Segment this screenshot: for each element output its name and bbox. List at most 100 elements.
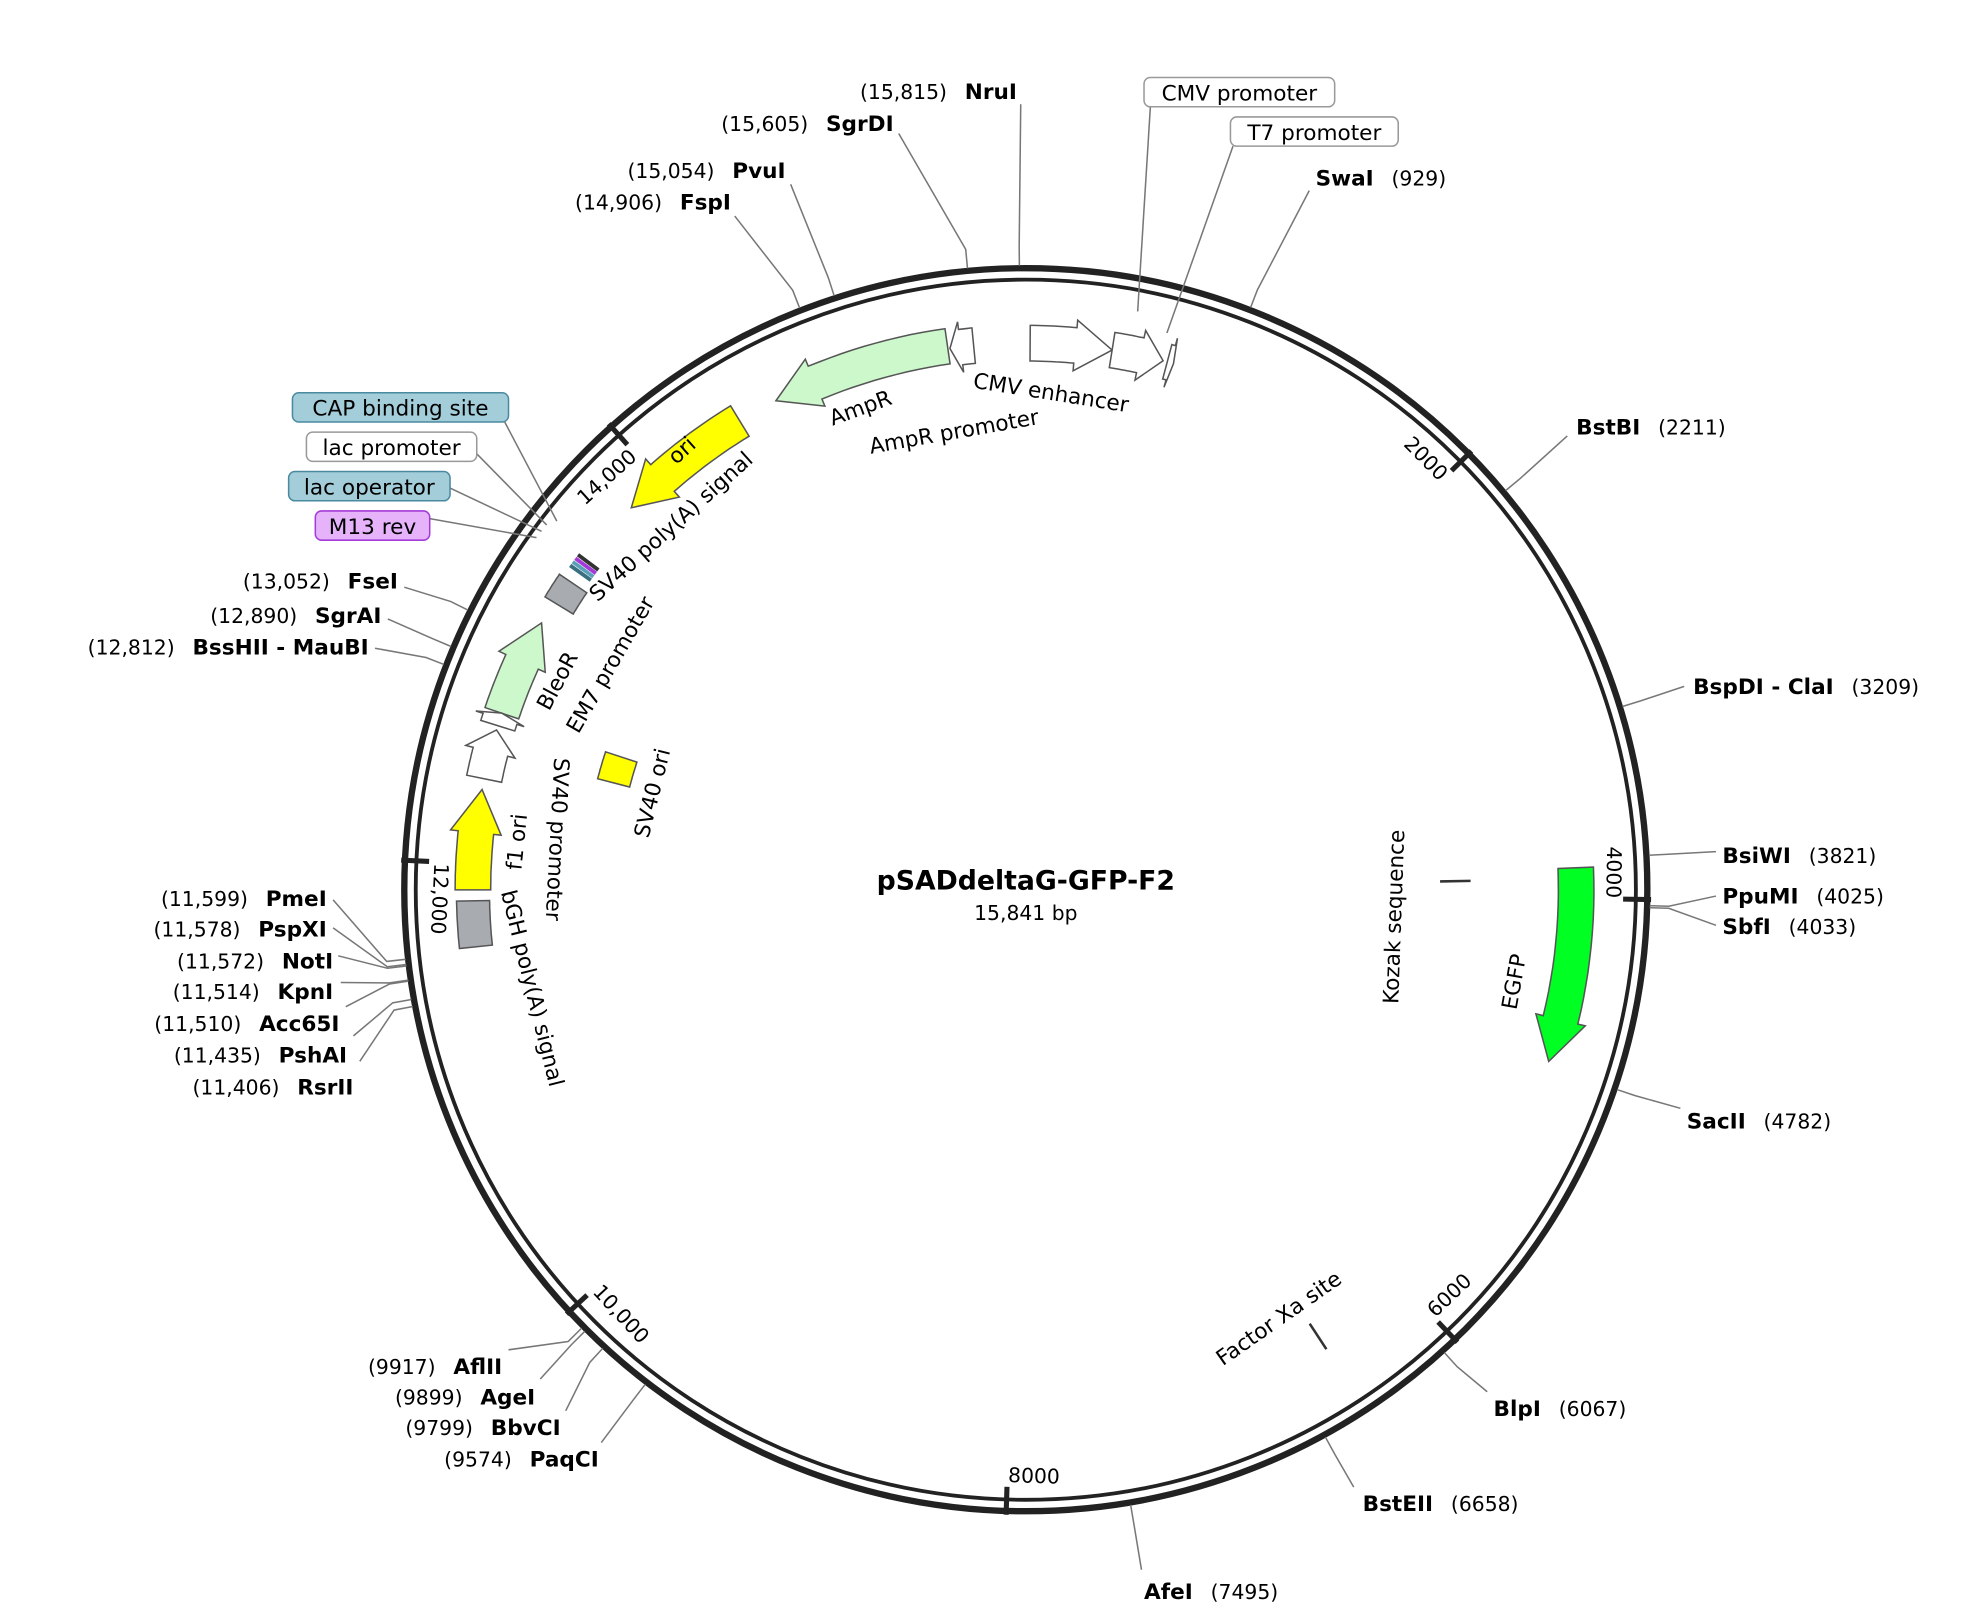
feature-callout[interactable]: lac operator [287,470,542,532]
restriction-site[interactable]: BstBI(2211) [1505,416,1726,492]
site-label[interactable]: PpuMI(4025) [1722,885,1884,910]
restriction-site[interactable]: (9799)BbvCI [405,1347,604,1441]
callout-leader-line [429,517,537,539]
ampr-feature[interactable] [774,327,951,407]
site-label[interactable]: (15,815)NruI [860,80,1017,105]
feature-callout[interactable]: CAP binding site [291,391,558,522]
restriction-site[interactable]: BspDI - ClaI(3209) [1622,675,1919,708]
restriction-site[interactable]: BstEII(6658) [1324,1436,1519,1517]
sv40-ori-feature[interactable] [596,750,638,788]
site-leader-line [352,998,412,1037]
bgh-poly-a-signal-feature[interactable] [455,899,494,950]
site-label[interactable]: SacII(4782) [1687,1110,1831,1135]
egfp-feature[interactable] [1534,866,1595,1063]
site-label[interactable]: (9899)AgeI [395,1385,535,1410]
site-position: (9574) [444,1448,512,1472]
restriction-site[interactable]: AfeI(7495) [1129,1504,1279,1605]
bleor-feature[interactable] [484,621,547,720]
restriction-site[interactable]: BlpI(6067) [1443,1352,1627,1422]
site-label[interactable]: (14,906)FspI [575,191,731,216]
site-label[interactable]: (11,435)PshAI [174,1044,347,1069]
restriction-site[interactable]: BsiWI(3821) [1648,844,1876,869]
site-label[interactable]: (11,406)RsrII [192,1075,353,1100]
site-label[interactable]: (12,890)SgrAI [210,604,381,629]
site-leader-line [1616,1088,1681,1110]
site-leader-line [345,980,409,1008]
restriction-site[interactable]: (12,812)BssHII - MauBI [88,636,445,666]
site-label[interactable]: AfeI(7495) [1144,1580,1278,1605]
restriction-site[interactable]: SwaI(929) [1249,167,1447,308]
callout-text: lac operator [304,475,435,500]
site-label[interactable]: (9574)PaqCI [444,1448,599,1473]
site-label[interactable]: SwaI(929) [1316,167,1447,192]
restriction-site[interactable]: (9917)AflII [368,1327,583,1380]
site-label[interactable]: (11,578)PspXI [154,918,327,943]
restriction-site[interactable]: (9574)PaqCI [444,1383,646,1473]
site-name: PvuI [732,159,785,184]
site-label[interactable]: (11,510)Acc65I [154,1012,339,1037]
backbone-ring [401,265,1651,1515]
site-label[interactable]: BspDI - ClaI(3209) [1693,675,1919,700]
feature-callout[interactable]: lac promoter [305,431,548,526]
site-label[interactable]: (13,052)FseI [243,569,398,594]
restriction-site[interactable]: (15,815)NruI [860,80,1022,266]
cmv-promoter-feature[interactable] [1108,328,1165,382]
em7-promoter-feature[interactable] [475,710,525,732]
ori-feature[interactable] [630,404,751,509]
restriction-site[interactable]: (11,514)KpnI [173,979,409,1005]
site-label[interactable]: BstBI(2211) [1576,416,1726,441]
restriction-site[interactable]: (11,510)Acc65I [154,980,409,1037]
restriction-site[interactable]: SbfI(4033) [1649,906,1857,940]
site-position: (4033) [1789,915,1857,939]
restriction-site[interactable]: (11,572)NotI [177,950,407,975]
site-name: BspDI - ClaI [1693,675,1834,700]
sv40-promoter-feature[interactable] [463,728,517,784]
restriction-site[interactable]: (11,599)PmeI [161,887,406,963]
site-label[interactable]: (11,514)KpnI [173,980,333,1005]
f1-ori-feature[interactable] [449,788,503,891]
site-label[interactable]: SbfI(4033) [1722,915,1856,940]
site-name: FseI [348,569,398,594]
site-label[interactable]: (15,054)PvuI [627,159,785,184]
callout-box [287,470,451,502]
restriction-site[interactable]: SacII(4782) [1616,1088,1831,1135]
restriction-site[interactable]: PpuMI(4025) [1649,885,1884,910]
feature-callout[interactable]: M13 rev [314,510,537,541]
site-leader-line [898,133,969,269]
site-label[interactable]: (15,605)SgrDI [721,112,893,137]
callout-text: CMV promoter [1162,81,1318,106]
site-position: (11,578) [154,918,241,942]
restriction-site[interactable]: (11,406)RsrII [192,1005,413,1101]
feature-callout[interactable]: CMV promoter [1136,76,1336,312]
site-label[interactable]: (11,599)PmeI [161,887,327,912]
restriction-site[interactable]: (15,605)SgrDI [721,112,969,269]
site-label[interactable]: (12,812)BssHII - MauBI [88,636,369,661]
site-position: (12,812) [88,636,175,660]
restriction-site[interactable]: (11,435)PshAI [174,998,412,1069]
restriction-site[interactable]: (13,052)FseI [243,569,469,611]
sv40-poly-a-signal-feature[interactable] [543,573,588,616]
t7-promoter-feature[interactable] [1161,338,1179,388]
restriction-site[interactable]: (15,054)PvuI [627,159,835,297]
site-leader-line [340,979,409,984]
site-name: NotI [282,950,333,975]
ampr-promoter-feature[interactable] [949,321,977,373]
restriction-site[interactable]: (9899)AgeI [395,1330,586,1410]
site-label[interactable]: (9799)BbvCI [405,1416,560,1441]
site-leader-line [374,647,445,666]
site-label[interactable]: (9917)AflII [368,1355,502,1380]
restriction-site[interactable]: (12,890)SgrAI [210,604,452,648]
site-label[interactable]: BlpI(6067) [1494,1397,1627,1422]
kozak-sequence-feature[interactable] [1440,879,1471,883]
restriction-site[interactable]: (14,906)FspI [575,191,801,309]
restriction-site[interactable]: (11,578)PspXI [154,918,407,968]
site-position: (11,435) [174,1044,261,1068]
factor-xa-site-feature[interactable] [1308,1322,1328,1350]
feature-callout[interactable]: T7 promoter [1166,116,1399,334]
backbone-outer [401,265,1651,1515]
site-label[interactable]: (11,572)NotI [177,950,333,975]
site-label[interactable]: BstEII(6658) [1363,1492,1519,1517]
cmv-enhancer-feature[interactable] [1029,318,1114,373]
tick-mark [1449,449,1474,473]
site-label[interactable]: BsiWI(3821) [1722,844,1876,869]
